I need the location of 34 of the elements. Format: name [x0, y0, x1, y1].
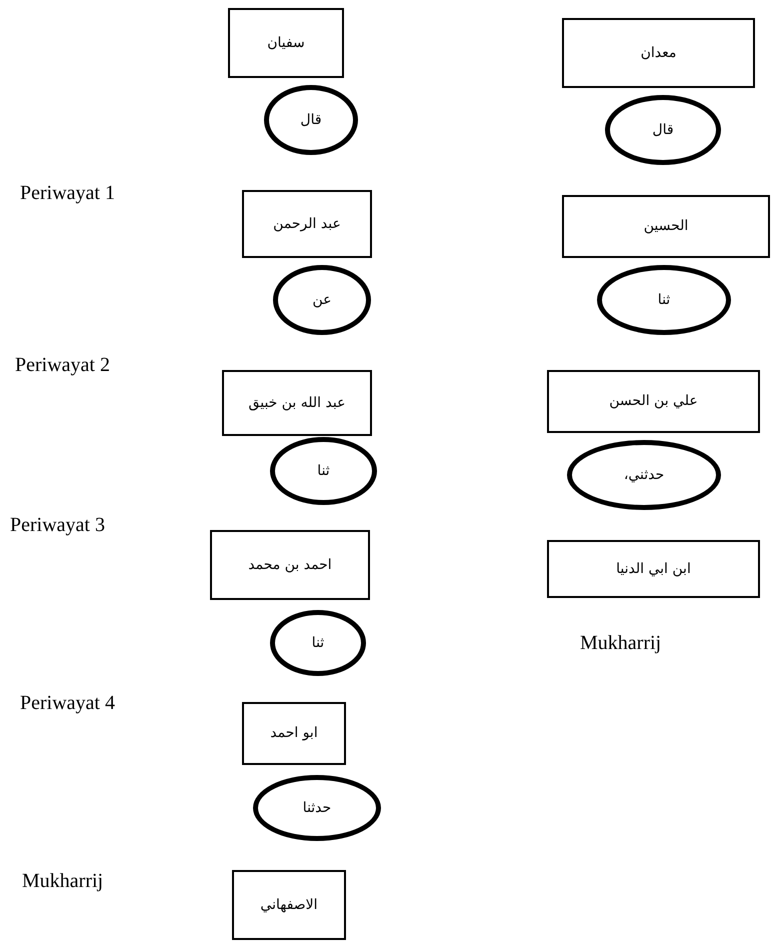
- node-text: ثنا: [317, 462, 330, 480]
- name-box: [242, 190, 372, 258]
- name-box: [547, 370, 760, 433]
- node-text: ابو احمد: [270, 724, 318, 743]
- node-text: حدثنا: [302, 798, 332, 818]
- node-text: قال: [300, 110, 322, 130]
- name-box: [562, 195, 770, 258]
- node-text: علي بن الحسن: [609, 392, 698, 411]
- level-label: Periwayat 1: [20, 181, 115, 206]
- node-text: الاصفهاني: [260, 896, 318, 914]
- node-text: عن: [312, 290, 332, 310]
- name-box: [232, 870, 346, 940]
- node-text: ثنا: [658, 290, 670, 310]
- node-text: الحسين: [644, 217, 688, 236]
- level-label: Periwayat 2: [15, 353, 110, 378]
- name-box: [222, 370, 372, 436]
- node-text: معدان: [640, 44, 676, 62]
- name-box: [210, 530, 370, 600]
- node-text: سفيان: [267, 34, 305, 52]
- name-box: [562, 18, 755, 88]
- node-text: ثنا: [312, 634, 324, 652]
- level-label: Mukharrij: [580, 631, 662, 656]
- node-text: عبد الله بن خبيق: [248, 394, 346, 412]
- node-text: احمد بن محمد: [248, 556, 332, 574]
- level-label: Periwayat 3: [10, 513, 105, 538]
- name-box: [242, 702, 346, 765]
- name-box: [547, 540, 760, 598]
- node-text: قال: [652, 120, 674, 140]
- name-box: [228, 8, 344, 78]
- level-label: Periwayat 4: [20, 691, 115, 716]
- node-text: عبد الرحمن: [273, 214, 341, 234]
- node-text: ابن ابي الدنيا: [616, 560, 691, 578]
- level-label: Mukharrij: [22, 869, 104, 894]
- node-text: حدثني،: [624, 466, 664, 484]
